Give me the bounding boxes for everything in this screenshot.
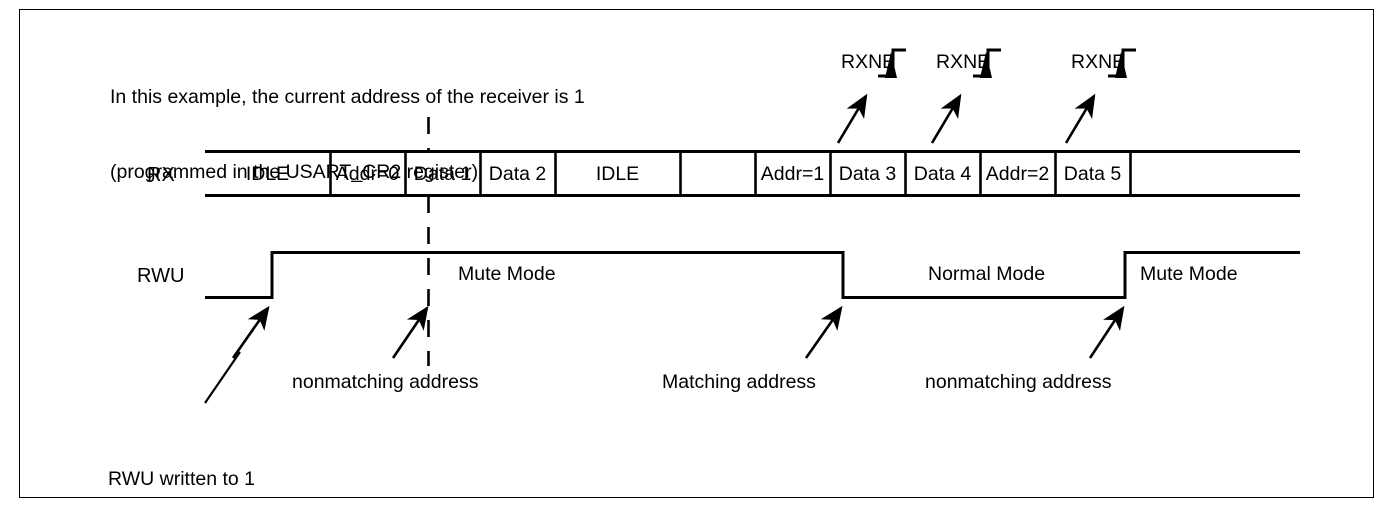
rxne-marker-label: RXNE: [841, 51, 896, 73]
rwu-mode-label: Mute Mode: [458, 263, 556, 285]
rx-frame-cell: Data 3: [830, 152, 905, 196]
rx-frame-cell: Addr=1: [755, 152, 830, 196]
annotation-nonmatching-left: nonmatching address: [292, 371, 479, 393]
rx-frame-label: Addr=0: [335, 162, 400, 185]
rx-frame-label: Data 2: [488, 162, 547, 185]
leader-line-rwu-written: [204, 351, 241, 404]
rx-frame-label: Addr=2: [985, 162, 1050, 185]
note-line-1: In this example, the current address of …: [110, 85, 585, 108]
rx-frame-cell: IDLE: [555, 152, 680, 196]
rx-frame-cell: Addr=0: [330, 152, 405, 196]
annotation-arrows: [231, 305, 1125, 359]
rx-frame-cell: Addr=2: [980, 152, 1055, 196]
rxne-pointer-arrows: [836, 93, 1096, 144]
rx-frame-label: Data 3: [838, 162, 897, 185]
rwu-mode-label: Mute Mode: [1140, 263, 1238, 285]
annotation-rwu-written: RWU written to 1 (RXNE was cleared): [108, 417, 285, 511]
rxne-marker-label: RXNE: [1071, 51, 1126, 73]
arrow-nonmatching-left: [391, 305, 429, 359]
rx-frame-label: Data 4: [913, 162, 972, 185]
note-line-2: (programmed in the USART_CR2 register): [110, 160, 479, 183]
arrow-matching: [804, 305, 843, 359]
figure-border: [19, 9, 1374, 498]
rwu-waveform: [205, 251, 1300, 299]
rwu-mode-label: Normal Mode: [928, 263, 1046, 285]
explanatory-note: In this example, the current address of …: [110, 35, 585, 235]
rx-frame-label: Data 1: [413, 162, 472, 185]
signal-label-rx: RX: [147, 164, 175, 186]
rx-frame-cell: IDLE: [205, 152, 330, 196]
rx-waveform: [205, 150, 1300, 197]
annotation-line-1: RWU written to 1: [108, 467, 256, 490]
annotation-nonmatching-right: nonmatching address: [925, 371, 1112, 393]
rxne-up-arrows: [885, 52, 1127, 78]
rx-frame-cell: Data 1: [405, 152, 480, 196]
rxne-marker-label: RXNE: [936, 51, 991, 73]
annotation-matching: Matching address: [662, 371, 816, 393]
rx-frame-label: IDLE: [595, 162, 640, 185]
rx-frame-label: IDLE: [245, 162, 290, 185]
signal-label-rwu: RWU: [137, 265, 185, 287]
rx-frame-cell: Data 2: [480, 152, 555, 196]
rx-frame-label: Data 5: [1063, 162, 1122, 185]
rx-frame-label: Addr=1: [760, 162, 825, 185]
rx-frame-cell: Data 5: [1055, 152, 1130, 196]
arrow-nonmatching-right: [1088, 305, 1125, 359]
arrow-rwu-written: [231, 305, 270, 359]
rx-frame-cell: Data 4: [905, 152, 980, 196]
